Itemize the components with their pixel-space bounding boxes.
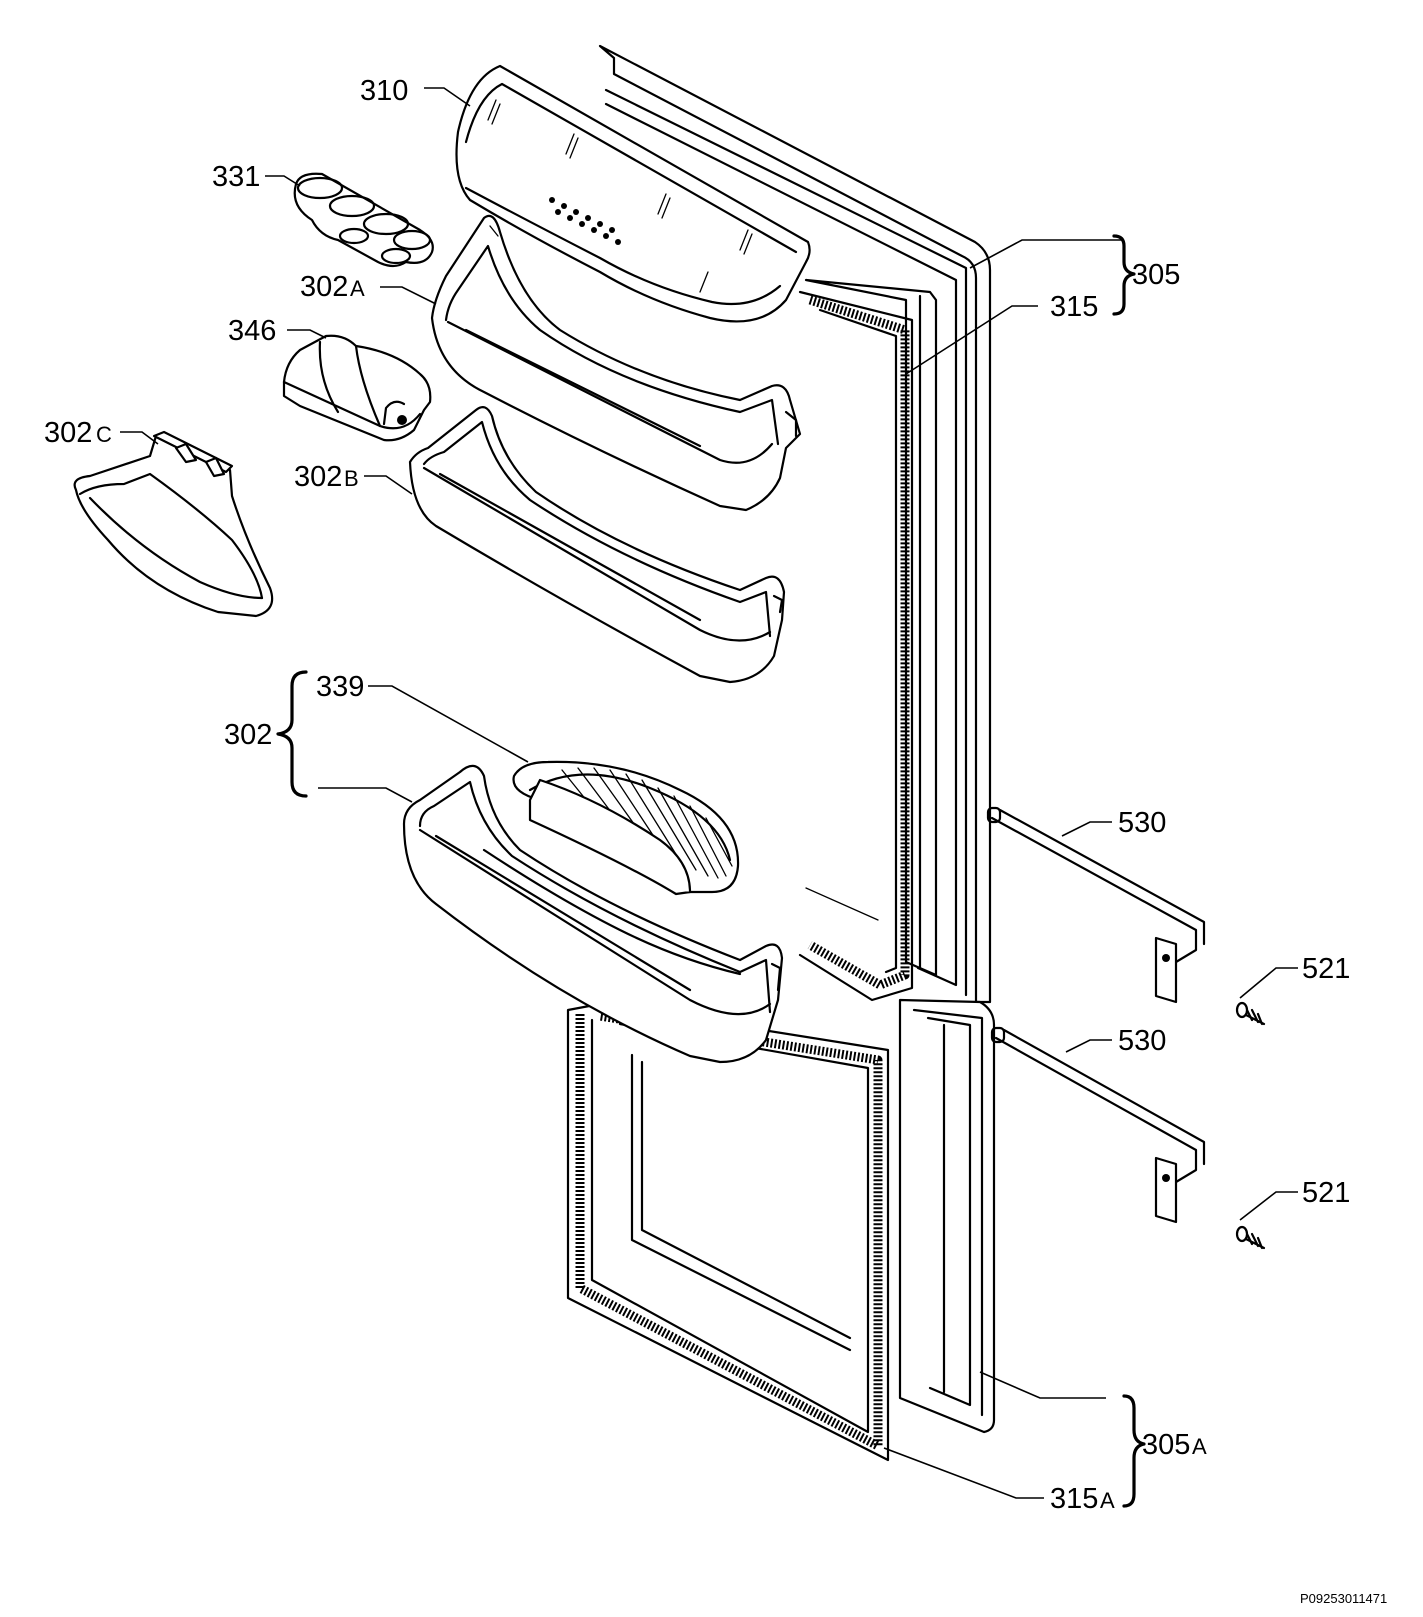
label-302c: 302 xyxy=(44,417,92,449)
label-315a-suffix: A xyxy=(1100,1488,1115,1513)
door-bin-302a xyxy=(430,214,802,512)
brace-305a xyxy=(1122,1394,1146,1508)
label-331: 331 xyxy=(212,161,260,193)
bottle-holder xyxy=(512,760,740,896)
door-bin-302 xyxy=(402,764,784,1064)
brace-305 xyxy=(1112,234,1136,316)
door-bin-302c xyxy=(73,430,274,618)
screw-lower xyxy=(1235,1225,1266,1250)
label-302b-suffix: B xyxy=(344,466,359,491)
screw-upper xyxy=(1235,1001,1266,1026)
label-305: 305 xyxy=(1132,259,1180,291)
label-302a: 302 xyxy=(300,271,348,303)
dairy-compartment-lid xyxy=(455,64,811,323)
label-310: 310 xyxy=(360,75,408,107)
leader-lines xyxy=(120,87,1298,1499)
upper-door-panel xyxy=(598,44,992,1004)
label-521-upper: 521 xyxy=(1302,953,1350,985)
lower-door-gasket xyxy=(566,1002,890,1462)
door-bin-302b xyxy=(408,406,786,684)
lid-vent-dots xyxy=(549,197,621,245)
label-302b: 302 xyxy=(294,461,342,493)
lower-door-panel xyxy=(898,998,996,1434)
label-346: 346 xyxy=(228,315,276,347)
label-315: 315 xyxy=(1050,291,1098,323)
label-339: 339 xyxy=(316,671,364,703)
label-302c-suffix: C xyxy=(96,422,112,447)
label-521-lower: 521 xyxy=(1302,1177,1350,1209)
label-530-upper: 530 xyxy=(1118,807,1166,839)
drawing-code: P09253011471 xyxy=(1300,1591,1387,1606)
label-530-lower: 530 xyxy=(1118,1025,1166,1057)
label-302: 302 xyxy=(224,719,272,751)
label-302a-suffix: A xyxy=(350,276,365,301)
label-315a: 315 xyxy=(1050,1483,1098,1515)
upper-door-gasket xyxy=(798,290,914,1002)
label-305a: 305 xyxy=(1142,1429,1190,1461)
brace-302 xyxy=(276,670,308,798)
label-305a-suffix: A xyxy=(1192,1434,1207,1459)
hinge-rod-upper xyxy=(986,806,1206,1004)
hinge-rod-lower xyxy=(990,1026,1206,1224)
egg-tray xyxy=(293,172,434,268)
butter-dish xyxy=(282,334,432,442)
